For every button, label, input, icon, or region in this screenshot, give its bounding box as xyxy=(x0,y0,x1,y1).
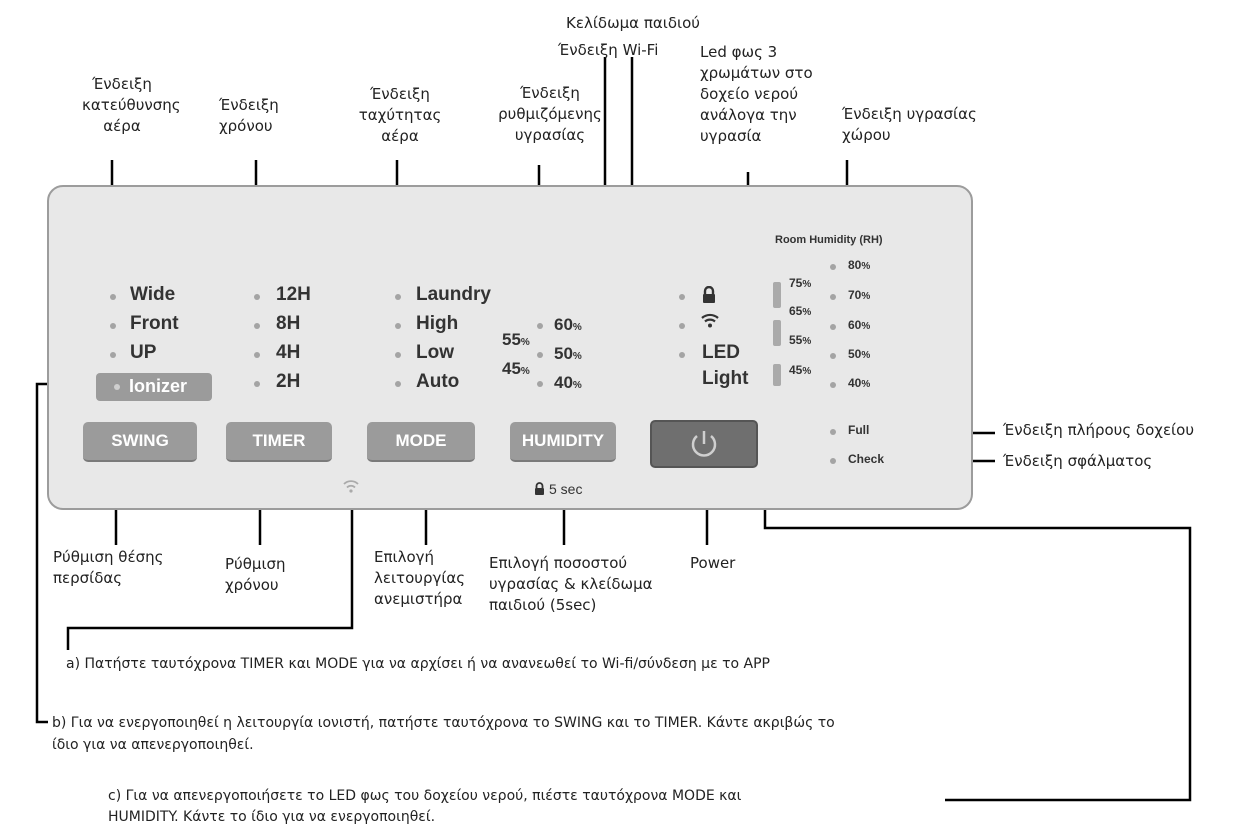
note-b-line1: b) Για να ενεργοποιηθεί η λειτουργία ιον… xyxy=(52,715,835,731)
timer-option-8h: 8H xyxy=(276,313,301,334)
callout-power: Power xyxy=(690,554,736,572)
indicator-dot xyxy=(830,294,836,300)
note-c-line1: c) Για να απενεργοποιήσετε το LED φως το… xyxy=(108,788,742,804)
lock-hint: 5 sec xyxy=(549,481,583,497)
indicator-dot xyxy=(830,264,836,270)
light-label: Light xyxy=(702,368,749,389)
indicator-dot xyxy=(830,353,836,359)
note-b-line2: ίδιο για να απενεργοποιηθεί. xyxy=(52,737,254,753)
indicator-dot xyxy=(114,384,120,390)
indicator-dot xyxy=(254,323,260,329)
swing-option-up: UP xyxy=(130,342,157,363)
timer-option-12h: 12H xyxy=(276,284,311,305)
room-humidity-45: 45% xyxy=(789,363,812,377)
callout-child-lock: Κελίδωμα παιδιού xyxy=(566,14,700,32)
status-full: Full xyxy=(848,423,870,437)
indicator-dot xyxy=(395,352,401,358)
humidity-button[interactable]: HUMIDITY xyxy=(510,422,616,462)
callout-humidity-setting: Επιλογή ποσοστού υγρασίας & κλείδωμα παι… xyxy=(489,554,653,614)
callout-wifi: Ένδειξη Wi-Fi xyxy=(558,41,659,59)
indicator-dot xyxy=(830,458,836,464)
timer-option-4h: 4H xyxy=(276,342,301,363)
lock-icon xyxy=(703,286,715,303)
indicator-dot xyxy=(537,381,543,387)
indicator-dot xyxy=(254,294,260,300)
room-humidity-title: Room Humidity (RH) xyxy=(775,234,883,246)
room-humidity-70: 70% xyxy=(848,288,871,302)
callout-timer-indicator: Ένδειξη χρόνου xyxy=(219,96,279,135)
room-humidity-65: 65% xyxy=(789,304,812,318)
indicator-dot xyxy=(830,324,836,330)
room-humidity-75: 75% xyxy=(789,276,812,290)
indicator-dot xyxy=(254,352,260,358)
mode-option-laundry: Laundry xyxy=(416,284,491,305)
room-humidity-50: 50% xyxy=(848,347,871,361)
callout-led-light: Led φως 3 χρωμάτων στο δοχείο νερού ανάλ… xyxy=(700,43,813,145)
power-icon xyxy=(691,431,717,457)
indicator-dot xyxy=(830,382,836,388)
room-humidity-40: 40% xyxy=(848,376,871,390)
led-bar-middle xyxy=(773,320,781,346)
mode-option-low: Low xyxy=(416,342,454,363)
humidity-set-40: 40% xyxy=(554,373,582,392)
status-check: Check xyxy=(848,452,885,466)
humidity-set-45: 45% xyxy=(502,359,530,378)
callout-error: Ένδειξη σφάλματος xyxy=(1003,452,1153,470)
callout-set-humidity: Ένδειξη ρυθμιζόμενης υγρασίας xyxy=(498,84,602,144)
callout-room-humidity: Ένδειξη υγρασίας χώρου xyxy=(842,105,977,144)
led-bar-top xyxy=(773,282,781,308)
indicator-dot xyxy=(537,323,543,329)
indicator-dot xyxy=(395,381,401,387)
room-humidity-80: 80% xyxy=(848,258,871,272)
mode-button[interactable]: MODE xyxy=(367,422,475,462)
timer-option-2h: 2H xyxy=(276,371,301,392)
note-a: a) Πατήστε ταυτόχρονα TIMER και MODE για… xyxy=(66,656,770,672)
swing-button[interactable]: SWING xyxy=(83,422,197,462)
indicator-dot xyxy=(395,294,401,300)
indicator-dot xyxy=(537,352,543,358)
ionizer-label: Ionizer xyxy=(129,376,188,396)
room-humidity-55: 55% xyxy=(789,333,812,347)
indicator-dot xyxy=(395,323,401,329)
swing-option-wide: Wide xyxy=(130,284,176,305)
power-button[interactable] xyxy=(650,420,758,468)
mode-option-high: High xyxy=(416,313,459,334)
wifi-icon xyxy=(343,480,359,493)
callout-swing-setting: Ρύθμιση θέσης περσίδας xyxy=(53,548,164,587)
note-c-line2: HUMIDITY. Κάντε το ίδιο για να ενεργοποι… xyxy=(108,809,436,825)
humidity-set-55: 55% xyxy=(502,330,530,349)
wifi-icon xyxy=(701,313,719,328)
ionizer-indicator: Ionizer xyxy=(96,373,212,401)
callout-timer-setting: Ρύθμιση χρόνου xyxy=(225,555,286,594)
callout-mode-setting: Επιλογή λειτουργίας ανεμιστήρα xyxy=(374,548,466,608)
callout-airflow-direction: Ένδειξη κατεύθυνσης αέρα xyxy=(82,75,181,135)
timer-button[interactable]: TIMER xyxy=(226,422,332,462)
indicator-dot xyxy=(679,294,685,300)
callout-tank-full: Ένδειξη πλήρους δοχείου xyxy=(1003,421,1194,439)
lock-icon xyxy=(535,482,544,495)
humidity-set-60: 60% xyxy=(554,315,582,334)
swing-option-front: Front xyxy=(130,313,179,334)
indicator-dot xyxy=(254,381,260,387)
indicator-dot xyxy=(679,323,685,329)
indicator-dot xyxy=(110,294,116,300)
indicator-dot xyxy=(110,352,116,358)
indicator-dot xyxy=(679,352,685,358)
indicator-dot xyxy=(830,429,836,435)
indicator-dot xyxy=(110,323,116,329)
mode-option-auto: Auto xyxy=(416,371,460,392)
room-humidity-60: 60% xyxy=(848,318,871,332)
led-label: LED xyxy=(702,342,740,363)
callout-fan-speed: Ένδειξη ταχύτητας αέρα xyxy=(358,85,442,145)
led-bar-bottom xyxy=(773,364,781,386)
humidity-set-50: 50% xyxy=(554,344,582,363)
